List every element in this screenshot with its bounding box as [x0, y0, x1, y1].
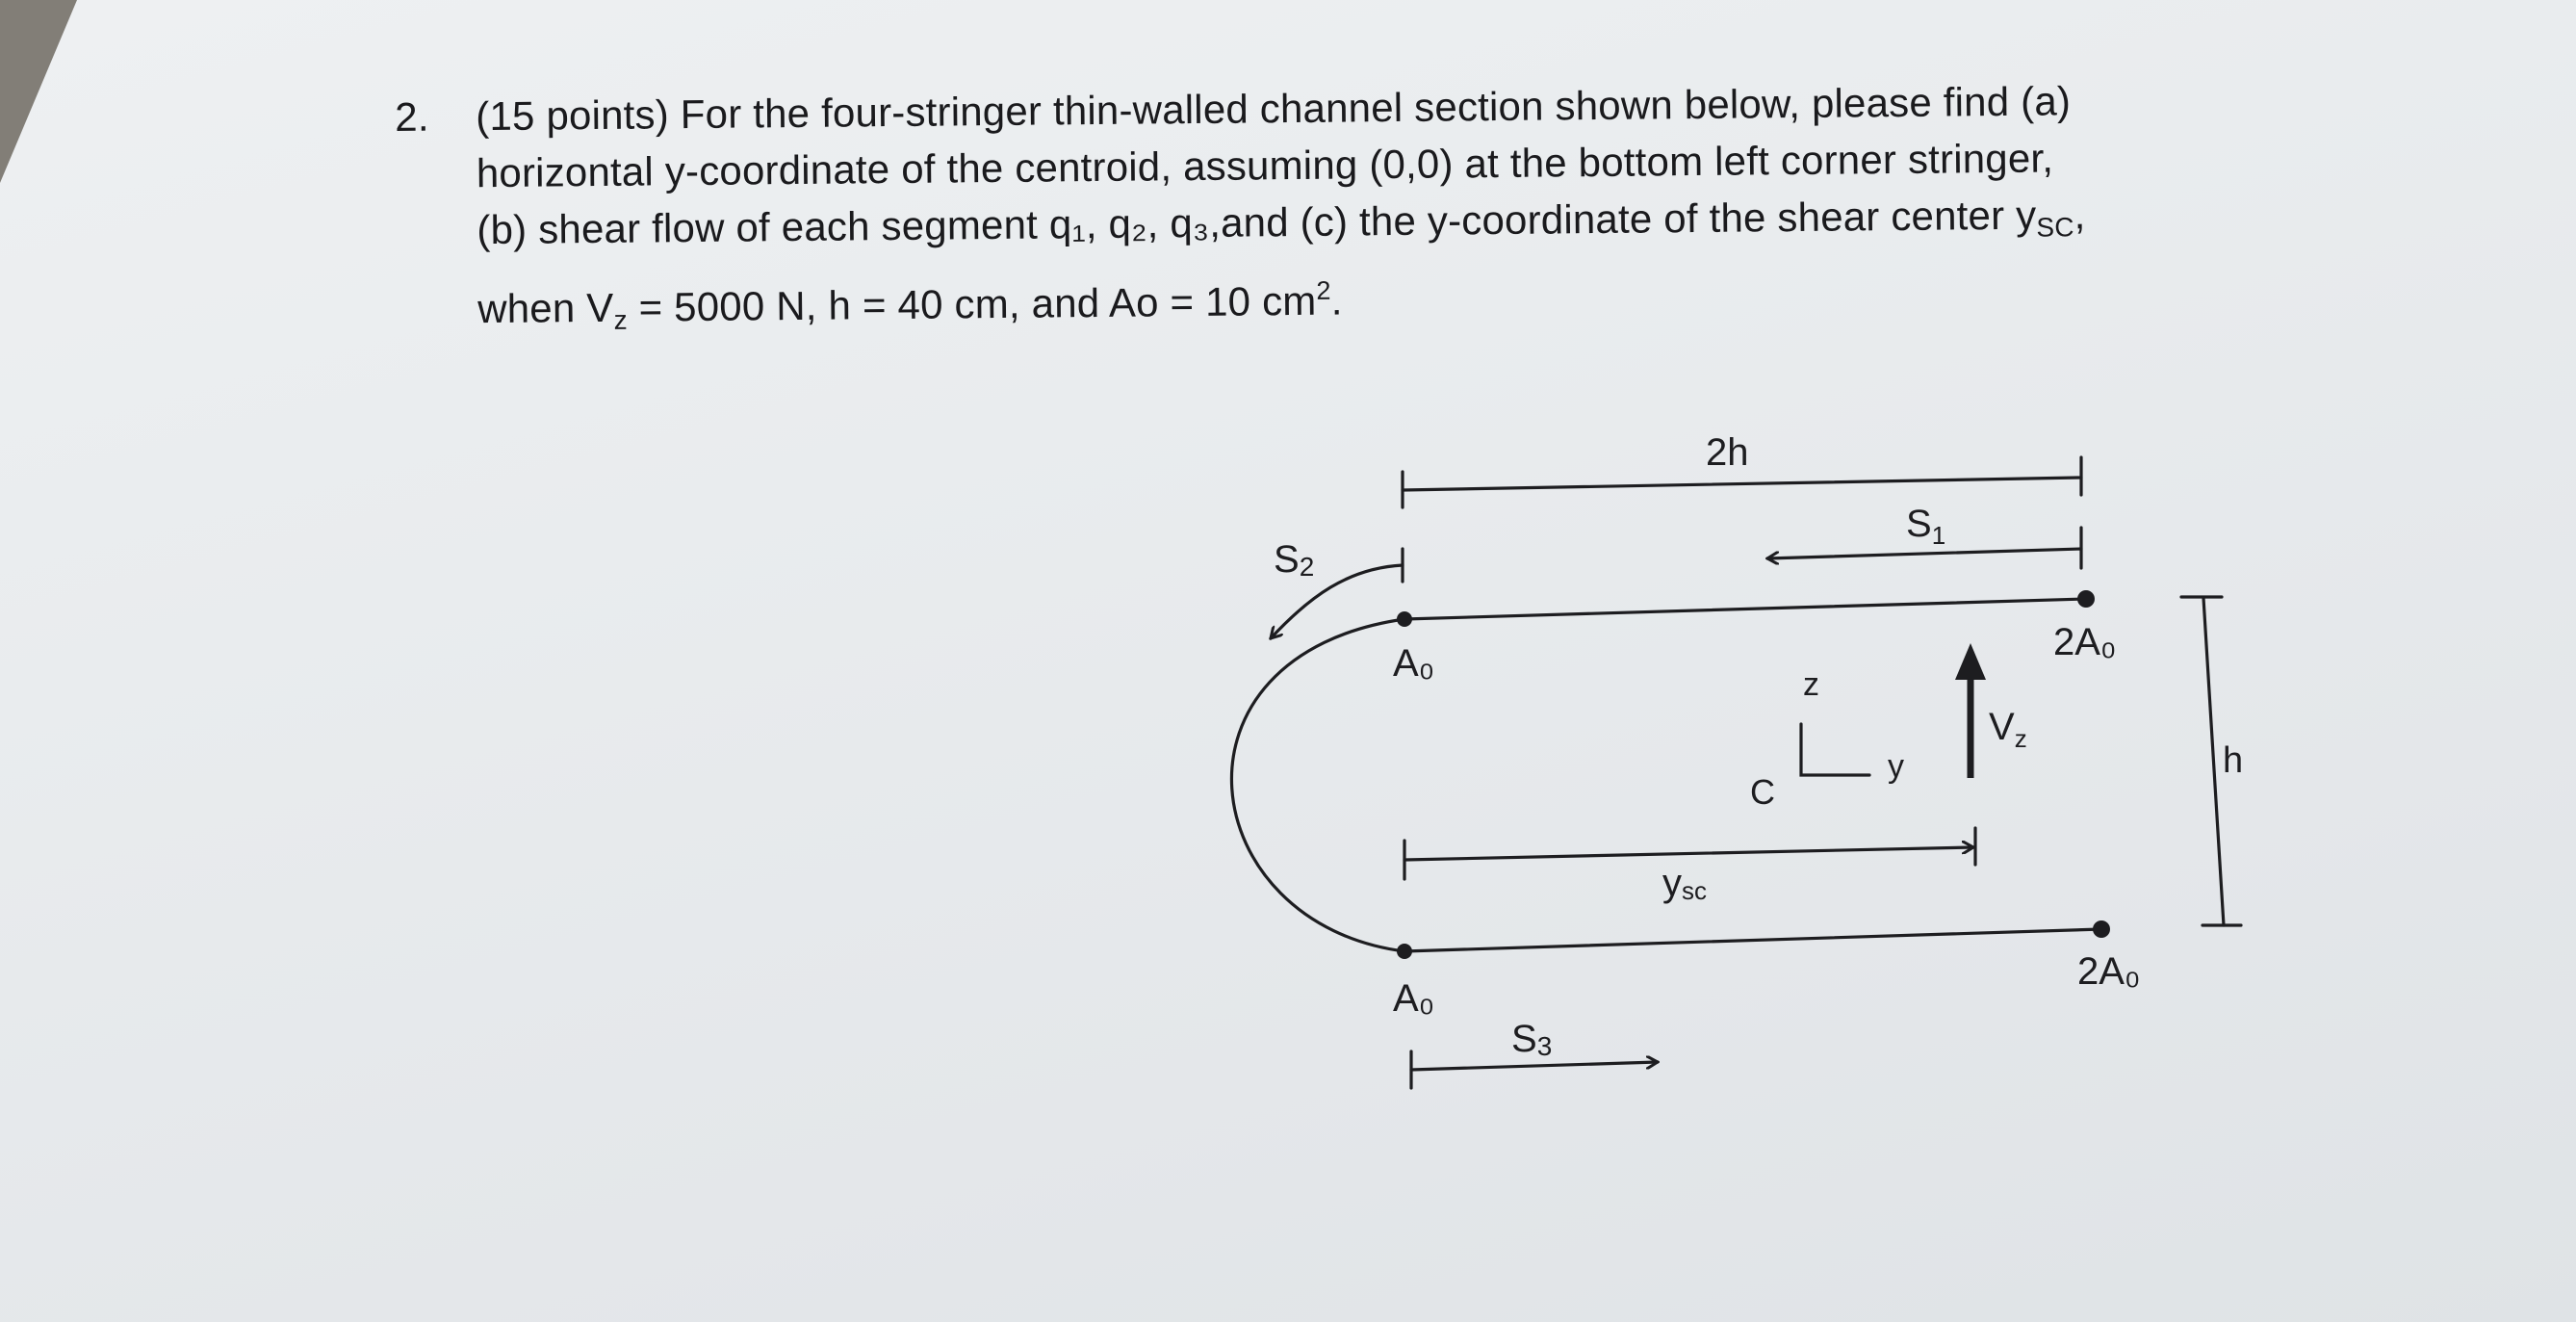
top-flange — [1403, 597, 2088, 621]
s2-label: S2 — [1274, 538, 1314, 582]
label-top-right-stringer: 2A₀ — [2053, 621, 2117, 663]
ysc-label: ysc — [1662, 862, 1707, 905]
stringer-bottom-left — [1397, 944, 1412, 959]
vz-label: Vz — [1989, 706, 2027, 753]
label-top-left-stringer: A₀ — [1393, 642, 1434, 685]
label-bottom-right-stringer: 2A₀ — [2077, 950, 2141, 993]
z-axis-label: z — [1803, 666, 1819, 703]
stringer-top-left — [1397, 611, 1412, 627]
stringer-bottom-right — [2093, 920, 2110, 938]
curved-web — [1229, 617, 1406, 953]
dim-2h-line — [1401, 476, 2083, 492]
dim-h-label: h — [2223, 740, 2243, 781]
vz-arrow — [1955, 643, 1986, 778]
dim-2h-label: 2h — [1706, 431, 1749, 474]
s1-arrow — [1767, 547, 2083, 558]
ysc-dim-line — [1403, 847, 1973, 862]
s3-arrow — [1409, 1062, 1658, 1072]
stringer-top-right — [2077, 590, 2095, 608]
y-axis-label: y — [1888, 748, 1904, 785]
centroid-axes — [1799, 722, 1871, 777]
bottom-flange — [1403, 927, 2103, 953]
s2-arrow — [1271, 563, 1404, 638]
label-bottom-left-stringer: A₀ — [1393, 977, 1434, 1020]
s3-label: S3 — [1511, 1018, 1552, 1061]
photo-shadow — [0, 0, 77, 183]
centroid-label: C — [1750, 772, 1775, 812]
dim-h-line — [2202, 596, 2226, 927]
s1-label: S1 — [1906, 503, 1945, 550]
